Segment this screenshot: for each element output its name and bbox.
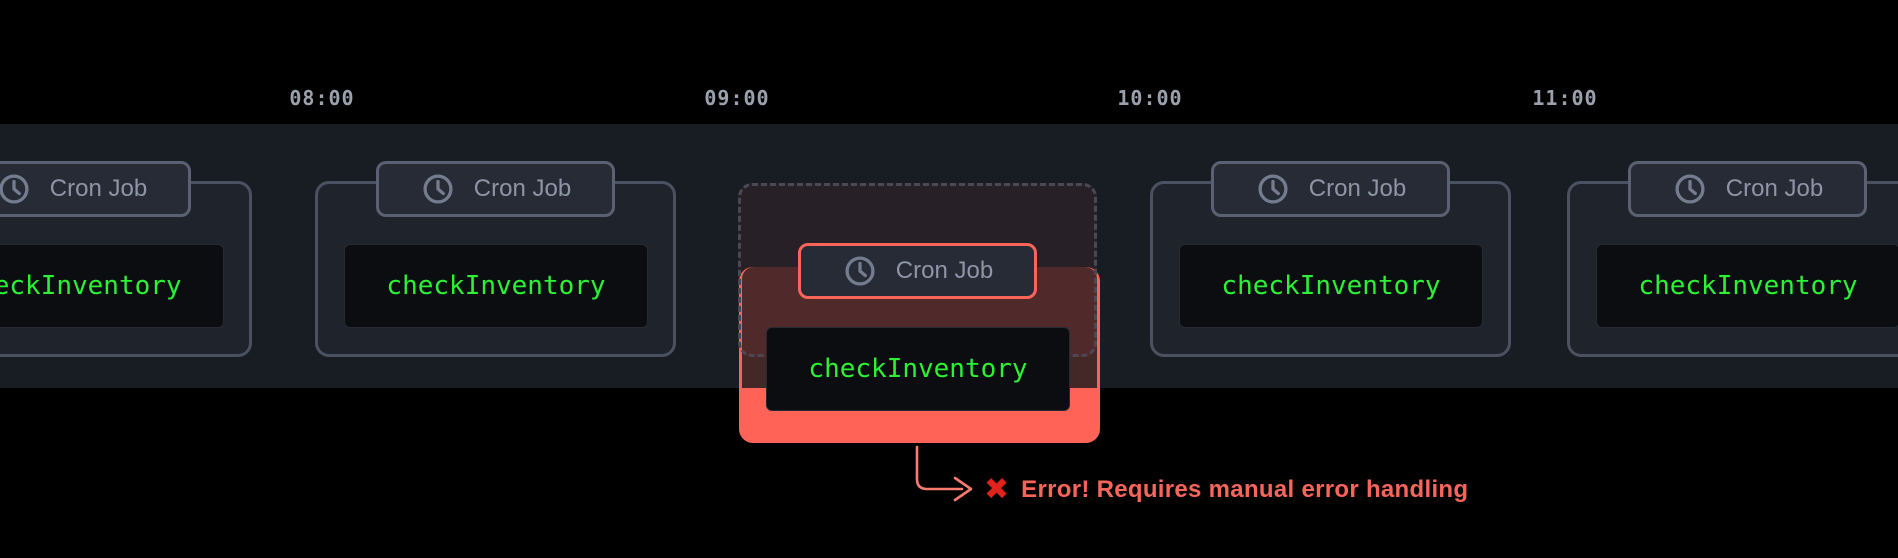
cross-mark-icon: ✖ (984, 472, 1010, 507)
cron-job-node: Cron Job checkInventory (1150, 0, 1511, 558)
cron-job-node: Cron Job checkInventory (315, 0, 676, 558)
badge-label: Cron Job (895, 257, 994, 284)
clock-icon (845, 256, 875, 286)
badge-label: Cron Job (49, 175, 148, 202)
time-label-1000: 10:00 (1117, 86, 1183, 110)
cron-job-badge: Cron Job (0, 161, 191, 217)
task-name: checkInventory (1638, 271, 1858, 301)
task-name: checkInventory (1221, 271, 1441, 301)
cron-job-node: Cron Job checkInventory (1567, 0, 1898, 558)
clock-icon (423, 174, 453, 204)
badge-label: Cron Job (1725, 175, 1824, 202)
task-code-box: checkInventory (1179, 244, 1483, 328)
time-label-1100: 11:00 (1532, 86, 1598, 110)
task-code-box: checkInventory (1596, 244, 1898, 328)
cron-job-badge: Cron Job (376, 161, 615, 217)
cron-job-node: Cron Job checkInventory (0, 0, 252, 558)
cron-job-badge: Cron Job (1628, 161, 1867, 217)
badge-label: Cron Job (473, 175, 572, 202)
cron-job-node-error: Cron Job checkInventory (738, 0, 1100, 558)
task-code-box: checkInventory (766, 327, 1070, 411)
time-label-0900: 09:00 (704, 86, 770, 110)
task-name: checkInventory (808, 354, 1028, 384)
time-label-0800: 08:00 (289, 86, 355, 110)
task-code-box: checkInventory (344, 244, 648, 328)
error-note: ✖ Error! Requires manual error handling (984, 472, 1468, 508)
task-name: checkInventory (386, 271, 606, 301)
task-code-box: checkInventory (0, 244, 224, 328)
cron-job-badge-error: Cron Job (798, 243, 1037, 299)
error-message: Error! Requires manual error handling (1021, 476, 1469, 503)
clock-icon (1258, 174, 1288, 204)
task-name: checkInventory (0, 271, 182, 301)
clock-icon (1675, 174, 1705, 204)
badge-label: Cron Job (1308, 175, 1407, 202)
clock-icon (0, 174, 29, 204)
cron-job-badge: Cron Job (1211, 161, 1450, 217)
